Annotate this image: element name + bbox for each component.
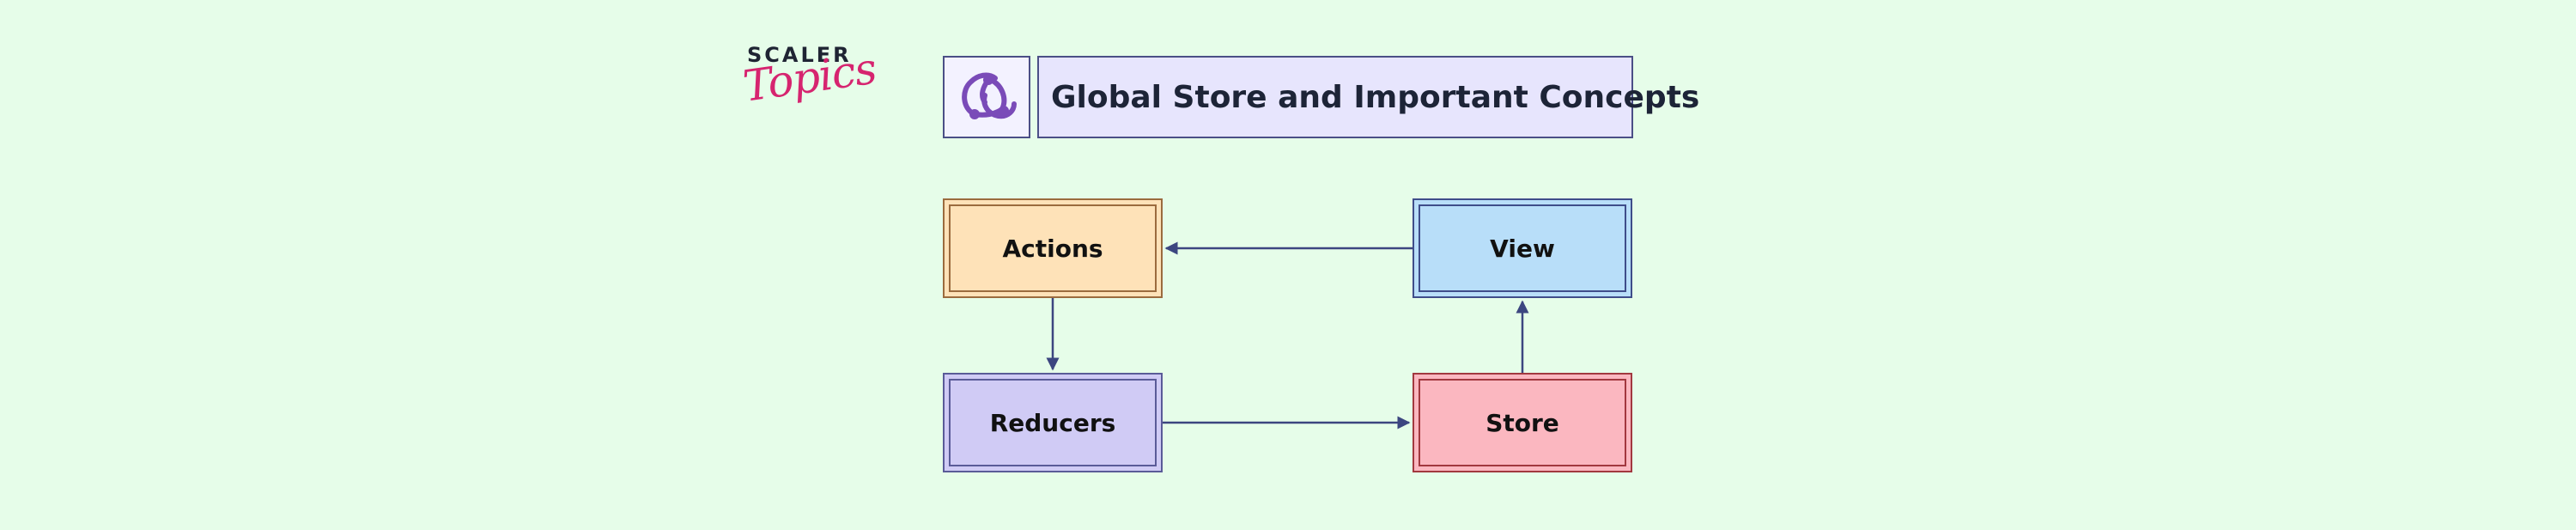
node-reducers: Reducers [943,373,1163,472]
redux-icon [962,72,1017,119]
redux-icon-box [943,56,1030,138]
logo-scaler-text: SCALER [747,43,852,67]
node-actions-label: Actions [949,204,1157,292]
node-store-label: Store [1419,379,1626,466]
title-box: Global Store and Important Concepts [1037,56,1699,138]
node-store: Store [1413,373,1632,472]
node-reducers-label: Reducers [949,379,1157,466]
page-title: Global Store and Important Concepts [1051,79,1700,115]
node-actions: Actions [943,198,1163,298]
node-view: View [1413,198,1632,298]
node-view-label: View [1419,204,1626,292]
scaler-topics-logo: SCALER Topics [740,38,879,132]
